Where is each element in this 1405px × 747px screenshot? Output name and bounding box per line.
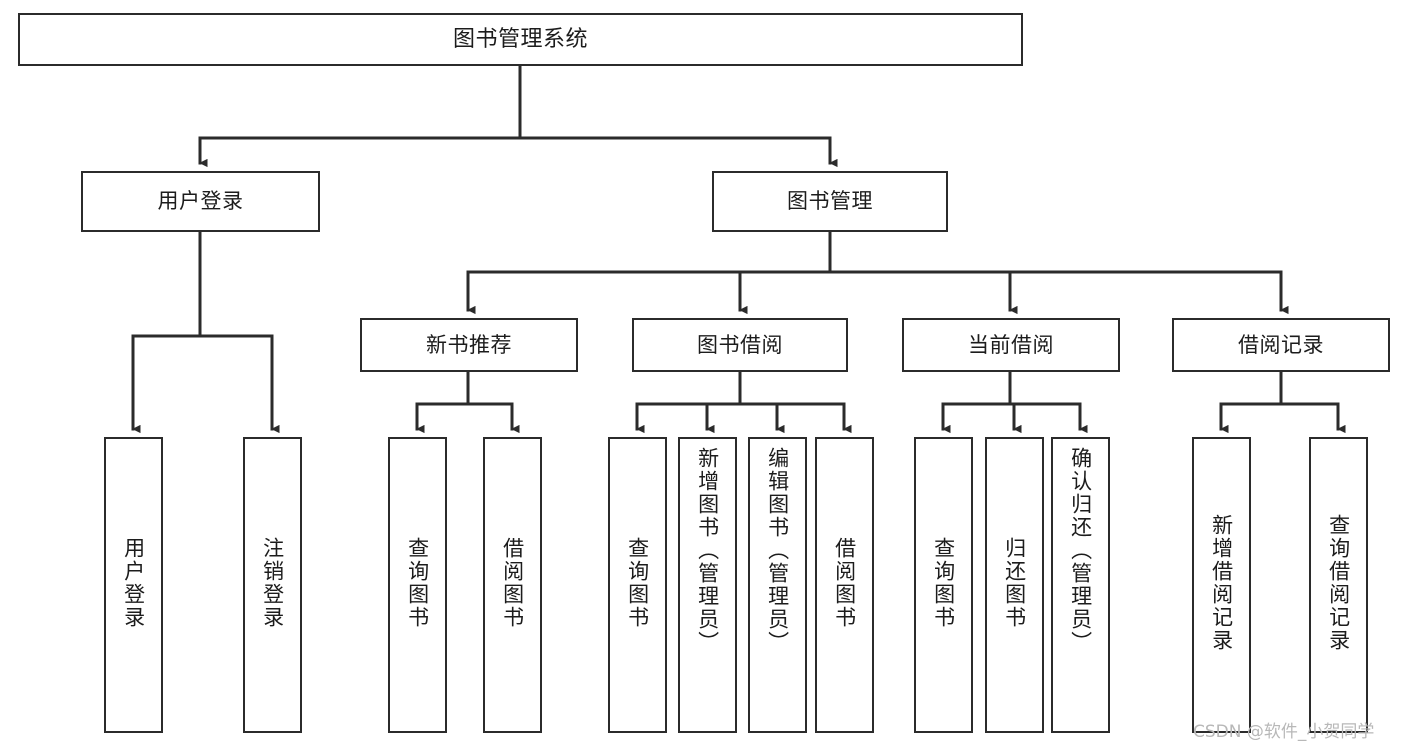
node-leaf-add-record[interactable]: 新增借阅记录 [1192,437,1251,733]
node-book-manage-label: 图书管理 [787,189,873,214]
edge-bookborrow-to-leaves [635,370,852,434]
node-borrow-record[interactable]: 借阅记录 [1172,318,1390,372]
node-leaf-borrow-book-2[interactable]: 借阅图书 [815,437,874,733]
node-leaf-add-record-label: 新增借阅记录 [1209,514,1234,652]
node-root[interactable]: 图书管理系统 [18,13,1023,66]
node-leaf-query-book-1-label: 查询图书 [405,537,430,629]
node-leaf-borrow-book-1[interactable]: 借阅图书 [483,437,542,733]
node-leaf-user-login-label: 用户登录 [121,537,146,629]
node-user-login[interactable]: 用户登录 [81,171,320,232]
edge-borrowrecord-to-leaves [1219,370,1346,434]
node-leaf-query-book-1[interactable]: 查询图书 [388,437,447,733]
node-book-borrow-label: 图书借阅 [697,332,783,357]
node-leaf-query-book-2-label: 查询图书 [625,537,650,629]
node-current-borrow-label: 当前借阅 [968,332,1054,357]
node-new-book-rec[interactable]: 新书推荐 [360,318,578,372]
node-leaf-return-book[interactable]: 归还图书 [985,437,1044,733]
node-book-borrow[interactable]: 图书借阅 [632,318,848,372]
node-leaf-logout-label: 注销登录 [260,537,285,629]
node-leaf-query-record-label: 查询借阅记录 [1326,514,1351,652]
node-leaf-user-login[interactable]: 用户登录 [104,437,163,733]
node-leaf-query-book-2[interactable]: 查询图书 [608,437,667,733]
node-user-login-label: 用户登录 [157,189,244,214]
edge-bookmanage-to-level3 [466,230,1289,315]
node-leaf-confirm-return[interactable]: 确认归还（管理员） [1051,437,1110,733]
node-root-label: 图书管理系统 [452,26,588,52]
edge-currentborrow-to-leaves [941,370,1088,434]
node-new-book-rec-label: 新书推荐 [426,332,512,357]
node-book-manage[interactable]: 图书管理 [712,171,948,232]
node-leaf-borrow-book-2-label: 借阅图书 [832,537,857,629]
edge-newbookrec-to-leaves [415,370,520,434]
node-leaf-add-book[interactable]: 新增图书（管理员） [678,437,737,733]
node-current-borrow[interactable]: 当前借阅 [902,318,1120,372]
node-leaf-edit-book-label: 编辑图书（管理员） [765,447,790,654]
node-leaf-edit-book[interactable]: 编辑图书（管理员） [748,437,807,733]
node-leaf-return-book-label: 归还图书 [1002,537,1027,629]
edge-userlogin-to-leaves [131,230,280,434]
node-leaf-borrow-book-1-label: 借阅图书 [500,537,525,629]
edge-root-to-level2 [198,64,838,168]
node-leaf-query-book-3-label: 查询图书 [931,537,956,629]
node-leaf-query-book-3[interactable]: 查询图书 [914,437,973,733]
node-leaf-logout[interactable]: 注销登录 [243,437,302,733]
node-borrow-record-label: 借阅记录 [1238,332,1324,357]
node-leaf-query-record[interactable]: 查询借阅记录 [1309,437,1368,733]
node-leaf-confirm-return-label: 确认归还（管理员） [1068,447,1093,654]
node-leaf-add-book-label: 新增图书（管理员） [695,447,720,654]
